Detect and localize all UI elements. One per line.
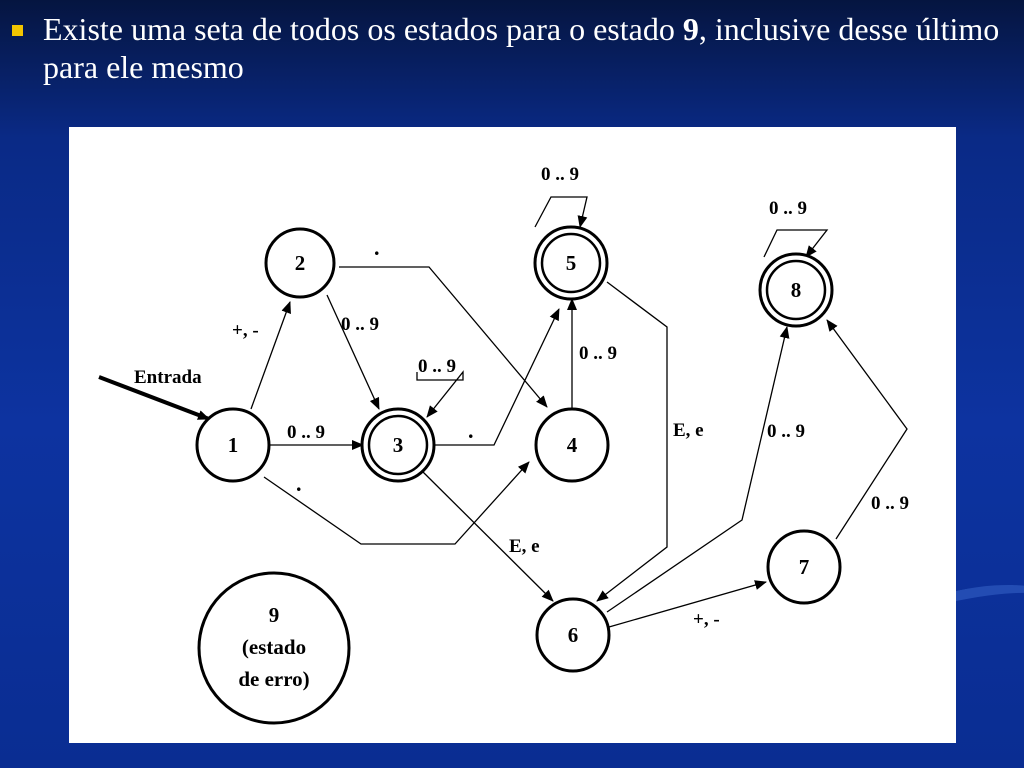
state-4-circle [534,407,610,483]
bullet-text-end: , inclusive desse último para ele mesmo [43,11,1000,85]
bullet-text-bold: 9 [682,11,699,47]
state-6-label: 6 [568,623,579,647]
edge-label-2-3: 0 .. 9 [341,314,379,335]
edge-1-2 [250,301,291,410]
state-4-label: 4 [567,433,578,457]
bullet-text: Existe uma seta de todos os estados para… [43,10,1012,86]
edge-label-1-3: 0 .. 9 [287,422,325,443]
edge-5-5 [534,196,588,228]
edge-3-5 [434,308,560,446]
edge-2-4 [339,266,548,408]
bullet-square-icon [12,25,23,36]
edge-label-7-8: 0 .. 9 [871,493,909,514]
edge-label-5-6: E, e [673,420,704,441]
edge-6-7 [608,580,767,628]
edge-8-8 [763,229,829,258]
edge-label-3-5: . [468,418,474,443]
edge-label-6-8: 0 .. 9 [767,421,805,442]
state-7-circle [766,529,842,605]
automaton-diagram: Entrada +, - 0 .. 9 . 0 .. 9 . 0 .. 9 . … [69,127,956,743]
edge-label-1-2: +, - [232,320,259,341]
state-8-inner-circle [765,259,827,321]
state-2-circle [264,227,336,299]
state-9-label-number: 9 [269,603,280,627]
automaton-svg: Entrada +, - 0 .. 9 . 0 .. 9 . 0 .. 9 . … [98,164,909,725]
bullet-text-start: Existe uma seta de todos os estados para… [43,11,683,47]
state-3-inner-circle [367,414,429,476]
edge-label-1-4: . [296,471,302,496]
edge-label-5-5: 0 .. 9 [541,164,579,185]
edge-6-8 [606,326,790,613]
state-6-circle [535,597,611,673]
state-1-circle [195,407,271,483]
state-8-label: 8 [791,278,802,302]
edge-3-6 [420,469,554,602]
edge-2-3 [326,294,380,410]
state-7-label: 7 [799,555,810,579]
state-9-circle [197,571,351,725]
bullet-point: Existe uma seta de todos os estados para… [12,10,1012,86]
edge-label-3-3: 0 .. 9 [418,356,456,377]
edge-label-6-7: +, - [693,609,720,630]
state-5-inner-circle [540,232,602,294]
state-2-label: 2 [295,251,306,275]
edge-label-2-4: . [374,235,380,260]
state-1-label: 1 [228,433,239,457]
edge-3-3 [416,370,464,418]
edge-label-3-6: E, e [509,536,540,557]
state-5-label: 5 [566,251,577,275]
edge-1-4 [263,461,530,545]
entry-label: Entrada [134,367,202,388]
edge-label-4-5: 0 .. 9 [579,343,617,364]
state-9-label-line3: de erro) [238,667,309,691]
entry-arrow [98,375,210,421]
edge-label-8-8: 0 .. 9 [769,198,807,219]
edge-7-8 [826,319,908,540]
state-9-label-line2: (estado [242,635,306,659]
state-3-label: 3 [393,433,404,457]
edge-5-6 [596,281,668,602]
